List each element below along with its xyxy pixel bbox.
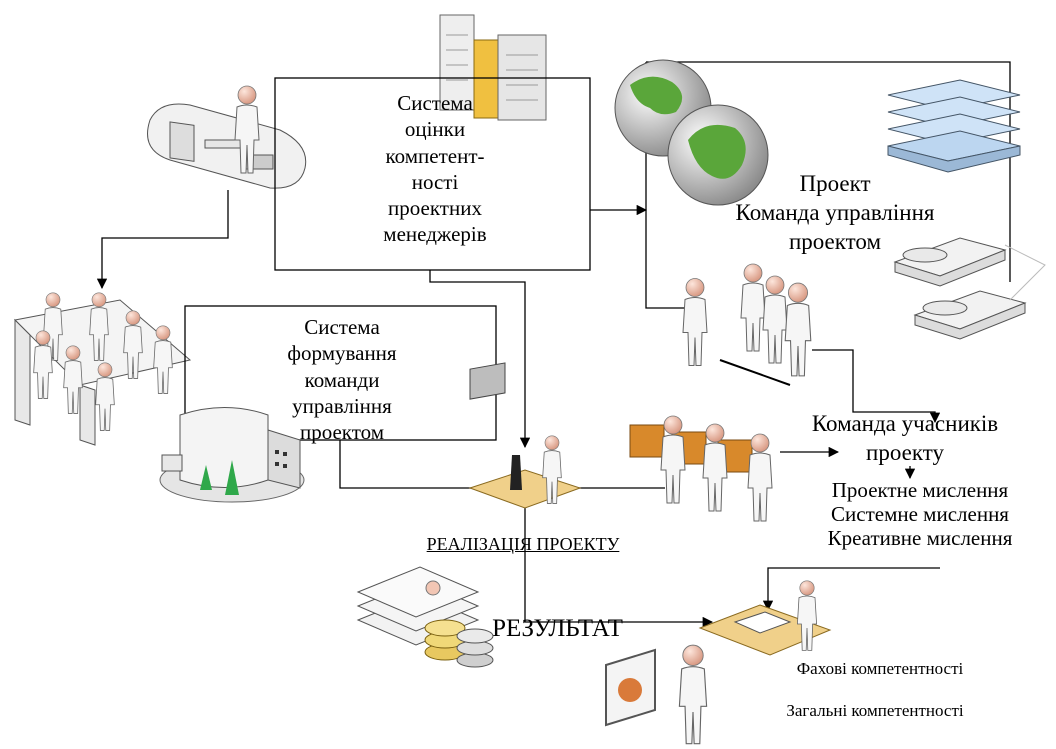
assessment-label: Система оцінки компетент- ності проектни… [360, 90, 510, 248]
boxes-people-icon [629, 415, 773, 522]
assessment-line-5: проектних [388, 196, 482, 220]
team-forming-label: Система формування команди управління пр… [262, 314, 422, 445]
workstation-icon [147, 85, 307, 189]
assessment-line-1: Система [397, 91, 473, 115]
telephone-icon [893, 237, 1046, 340]
assessment-line-4: ності [411, 169, 459, 194]
result-label: РЕЗУЛЬТАТ [492, 615, 623, 642]
assessment-line-6: менеджерів [383, 222, 487, 247]
building-icon [159, 407, 305, 503]
desk-worker-icon [698, 580, 832, 656]
thinking-line-3: Креативне мислення [827, 526, 1013, 551]
stacked-servers-icon [887, 79, 1021, 173]
participants-line-2: проекту [866, 439, 944, 465]
project-title: Проект [799, 171, 871, 196]
participants-label: Команда учасників проекту [770, 410, 1040, 468]
implementation-label: РЕАЛІЗАЦІЯ ПРОЕКТУ [426, 534, 620, 554]
globe-icon [614, 59, 769, 206]
documents-icon [356, 566, 480, 646]
team-people-icon [682, 263, 812, 386]
assessment-box [274, 77, 591, 271]
project-team-line-2: Команда управління [735, 199, 935, 225]
competences-prof-label: Фахові компетентності [796, 659, 964, 678]
thinking-line-2: Системне мислення [831, 502, 1009, 527]
coins-icon [424, 619, 494, 668]
team-forming-line-3: команди [304, 367, 380, 392]
thinking-line-1: Проектне мислення [831, 478, 1009, 502]
microscope-desk-icon [468, 362, 582, 509]
project-team-line-3: проектом [788, 228, 882, 254]
meeting-table-icon [13, 292, 192, 446]
competences-general-label: Загальні компетентності [786, 701, 964, 720]
presentation-icon [605, 644, 708, 745]
project-team-label: Проект Команда управління проектом [690, 170, 980, 256]
team-forming-line-1: Система [304, 315, 380, 339]
connectors [96, 61, 1011, 628]
participants-line-1: Команда учасників [811, 411, 999, 436]
team-forming-line-2: формування [287, 341, 397, 366]
assessment-line-3: компетент- [385, 143, 485, 168]
team-forming-line-4: управління [292, 393, 392, 418]
thinking-label: Проектне мислення Системне мислення Креа… [785, 478, 1055, 550]
assessment-line-2: оцінки [404, 117, 466, 142]
server-icon [439, 14, 547, 121]
team-forming-line-5: проектом [299, 420, 385, 444]
